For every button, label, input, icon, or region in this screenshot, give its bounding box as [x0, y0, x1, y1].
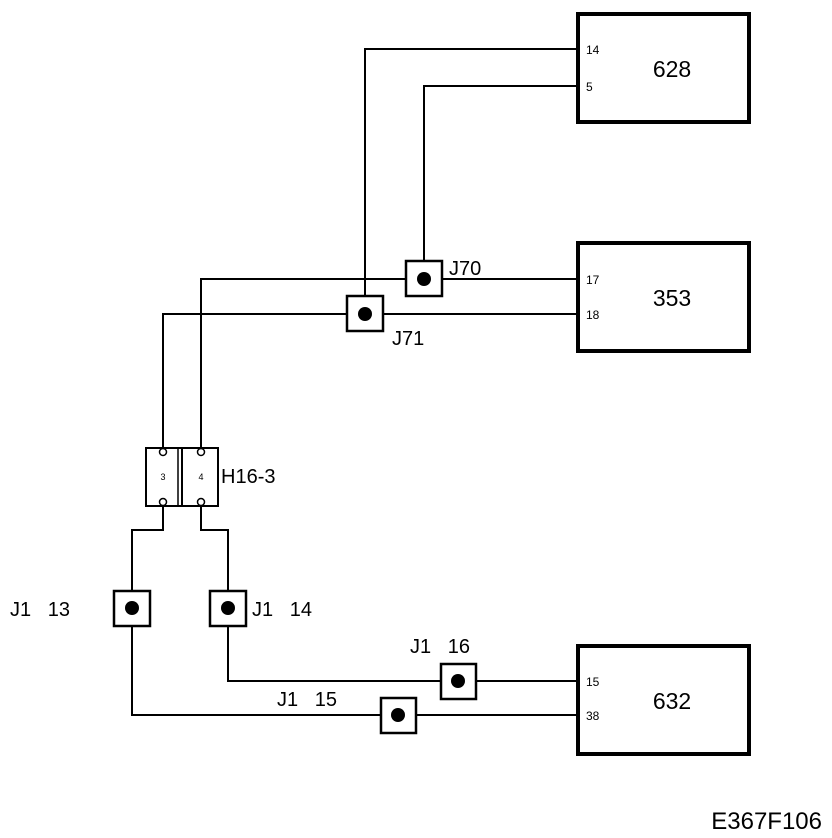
splice-j1-13-label: J1 13: [10, 599, 70, 621]
connector-h16-3-hole-4-bottom: [196, 497, 206, 507]
splice-j71-label: J71: [392, 328, 424, 350]
module-628-box: [576, 12, 751, 124]
splice-j1-15-label: J1 15: [277, 689, 337, 711]
splice-j1-16-label: J1 16: [410, 636, 470, 658]
splice-j1-13: J1 13: [10, 589, 152, 628]
splice-j70-dot: [417, 272, 431, 286]
splice-j71-dot: [358, 307, 372, 321]
connector-h16-3-hole-3-bottom: [158, 497, 168, 507]
wire-h16-pin4-to-632-15: [200, 505, 578, 682]
splice-j70-label: J70: [449, 258, 481, 280]
wire-h16-pin3-to-632-38: [131, 505, 578, 716]
wires: [131, 48, 578, 716]
connector-h16-3-pin-3: 3: [160, 472, 165, 482]
splice-j1-16-dot: [451, 674, 465, 688]
splice-j1-14-dot: [221, 601, 235, 615]
connector-h16-3-hole-4-top: [196, 447, 206, 457]
module-632-pin-15: 15: [586, 675, 600, 689]
wire-628-14-to-j71: [364, 48, 578, 314]
module-632-label: 632: [653, 688, 691, 714]
module-632-pin-38: 38: [586, 709, 600, 723]
splice-j1-14-label: J1 14: [252, 599, 312, 621]
figure-id: E367F106: [711, 808, 822, 835]
module-353-box: [576, 241, 751, 353]
wire-628-5-to-j70: [423, 85, 578, 279]
splice-j70: J70: [404, 258, 481, 298]
module-353-pin-17: 17: [586, 273, 600, 287]
module-353-label: 353: [653, 285, 691, 311]
splice-j71: J71: [345, 294, 424, 350]
connector-h16-3: 3 4 H16-3: [145, 447, 275, 507]
wire-353-18-to-h16-pin3: [162, 313, 578, 448]
module-628-label: 628: [653, 56, 691, 82]
splice-j1-13-dot: [125, 601, 139, 615]
wire-353-17-to-h16-pin4: [200, 278, 578, 448]
module-632: 15 38 632: [576, 644, 751, 756]
module-353: 17 18 353: [576, 241, 751, 353]
splice-j1-14: J1 14: [208, 589, 312, 628]
splice-j1-15: J1 15: [277, 689, 418, 735]
connector-h16-3-pin-4: 4: [198, 472, 203, 482]
splice-j1-15-dot: [391, 708, 405, 722]
module-628-pin-14: 14: [586, 43, 600, 57]
module-353-pin-18: 18: [586, 308, 600, 322]
splice-j1-16: J1 16: [410, 636, 478, 701]
connector-h16-3-hole-3-top: [158, 447, 168, 457]
module-632-box: [576, 644, 751, 756]
module-628-pin-5: 5: [586, 80, 593, 94]
module-628: 14 5 628: [576, 12, 751, 124]
connector-h16-3-label: H16-3: [221, 466, 275, 488]
